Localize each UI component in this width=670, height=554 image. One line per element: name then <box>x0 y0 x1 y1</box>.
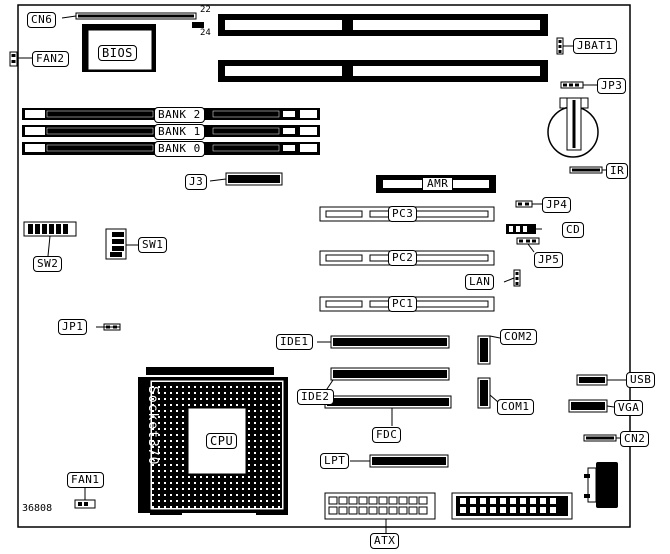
label-cn6: CN6 <box>27 12 57 28</box>
fdc-connector <box>324 395 452 409</box>
label-sw1: SW1 <box>138 237 168 253</box>
label-jp4: JP4 <box>542 197 572 213</box>
label-bios: BIOS <box>98 45 137 61</box>
sw2-switch <box>23 221 77 237</box>
pin-number-24: 24 <box>200 28 211 38</box>
rear-io-block <box>451 492 573 520</box>
top-slot-2 <box>218 60 548 82</box>
usb-connector <box>576 374 608 386</box>
label-cpu: CPU <box>206 433 238 449</box>
atx-power <box>324 492 436 520</box>
top-slot-1 <box>218 14 548 36</box>
label-bank2: BANK 2 <box>154 107 205 123</box>
ir-header <box>569 166 603 174</box>
label-jp1: JP1 <box>58 319 88 335</box>
label-bank1: BANK 1 <box>154 124 205 140</box>
label-atx: ATX <box>370 533 400 549</box>
label-bank0: BANK 0 <box>154 141 205 157</box>
lpt-connector <box>369 454 449 468</box>
label-lan: LAN <box>465 274 495 290</box>
j3-header <box>225 172 283 186</box>
vga-connector <box>568 399 608 413</box>
ide2-connector <box>330 367 450 381</box>
label-cd: CD <box>562 222 585 238</box>
db-connector <box>584 462 618 508</box>
fan1-connector <box>74 499 96 509</box>
jbat1-jumper <box>556 37 564 55</box>
cn2-connector <box>583 434 617 442</box>
label-usb: USB <box>626 372 656 388</box>
label-fdc: FDC <box>372 427 402 443</box>
lan-jumper <box>513 269 521 287</box>
ide1-connector <box>330 335 450 349</box>
label-amr: AMR <box>422 177 454 191</box>
label-jp5: JP5 <box>534 252 564 268</box>
jp5-jumper <box>516 237 540 245</box>
cn6-pins-end <box>192 22 204 28</box>
label-lpt: LPT <box>320 453 350 469</box>
label-vga: VGA <box>614 400 644 416</box>
com1-connector <box>477 377 491 409</box>
label-pc2: PC2 <box>388 250 418 266</box>
cd-connector <box>506 224 536 234</box>
label-j3: J3 <box>185 174 208 190</box>
battery <box>547 97 599 158</box>
label-fan1: FAN1 <box>67 472 104 488</box>
label-ir: IR <box>606 163 629 179</box>
pin-number-22: 22 <box>200 5 211 15</box>
fan2-connector <box>9 51 18 67</box>
label-ide2: IDE2 <box>297 389 334 405</box>
label-pc3: PC3 <box>388 206 418 222</box>
jp4-jumper <box>515 200 533 208</box>
label-jbat1: JBAT1 <box>573 38 617 54</box>
com2-connector <box>477 335 491 365</box>
label-cn2: CN2 <box>620 431 650 447</box>
figure-number: 36808 <box>22 503 53 514</box>
board-outline <box>17 4 631 528</box>
jp3-jumper <box>560 81 584 89</box>
label-pc1: PC1 <box>388 296 418 312</box>
label-fan2: FAN2 <box>32 51 69 67</box>
cn6-header <box>61 12 197 20</box>
sw1-switch <box>105 228 127 260</box>
socket-label: Socket370 <box>145 386 160 466</box>
label-ide1: IDE1 <box>276 334 313 350</box>
label-sw2: SW2 <box>33 256 63 272</box>
label-com1: COM1 <box>497 399 534 415</box>
label-jp3: JP3 <box>597 78 627 94</box>
label-com2: COM2 <box>500 329 537 345</box>
